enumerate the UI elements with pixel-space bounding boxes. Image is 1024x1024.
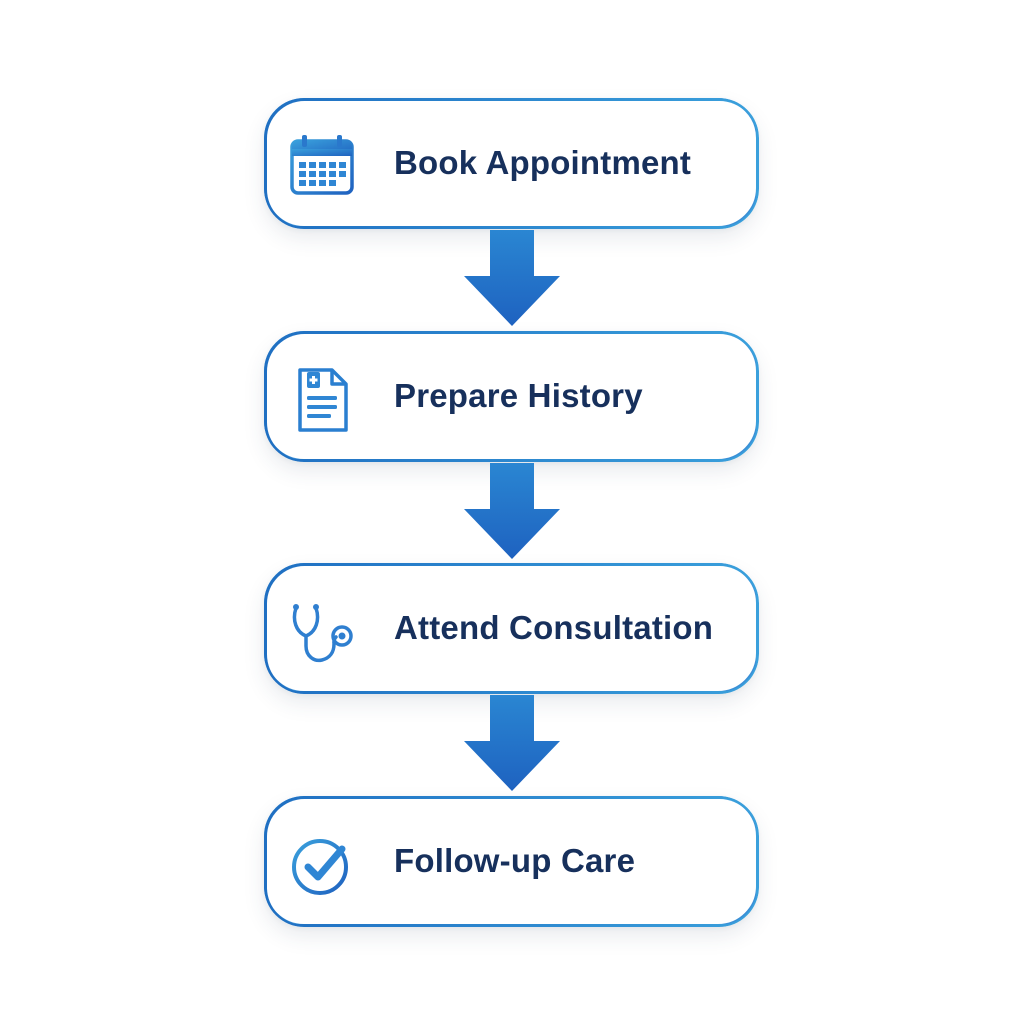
down-arrow-icon	[462, 230, 562, 328]
step-prepare-history: Prepare History	[264, 331, 758, 461]
step-label: Book Appointment	[394, 144, 692, 181]
stethoscope-icon	[288, 598, 356, 666]
down-arrow-icon	[462, 463, 562, 561]
step-book-appointment: Book Appointment	[264, 98, 758, 228]
step-label: Prepare History	[394, 377, 643, 414]
step-attend-consultation: Attend Consultation	[264, 563, 758, 693]
calendar-icon	[288, 133, 356, 201]
step-label: Attend Consultation	[394, 609, 714, 646]
medical-document-icon	[288, 366, 356, 434]
down-arrow-icon	[462, 695, 562, 793]
step-follow-up-care: Follow-up Care	[264, 796, 758, 926]
check-circle-icon	[288, 831, 356, 899]
step-label: Follow-up Care	[394, 842, 636, 879]
